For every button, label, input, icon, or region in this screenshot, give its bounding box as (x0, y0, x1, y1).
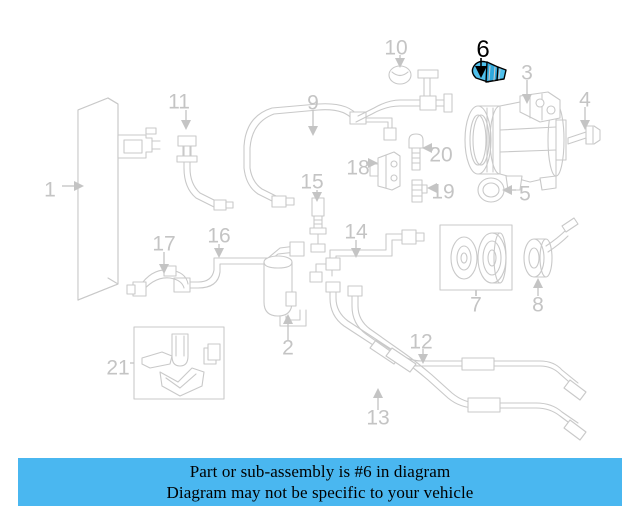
part-15-pressure-transducer (309, 197, 327, 253)
part-12-heater-supply-line (325, 281, 587, 401)
part-1-condenser (77, 97, 161, 301)
callout-label-19: 19 (431, 180, 455, 204)
callout-11-leader (181, 110, 191, 130)
callout-13-leader (373, 388, 383, 410)
callout-label-2: 2 (282, 336, 294, 360)
callout-17-leader (159, 252, 169, 274)
callout-8-leader (533, 278, 543, 296)
part-7-clutch-pulley-kit (439, 224, 513, 291)
callout-label-21: 21 (106, 356, 130, 380)
callout-label-15: 15 (300, 170, 324, 194)
callout-9-leader (308, 110, 318, 136)
callout-label-12: 12 (409, 330, 433, 354)
callout-label-9: 9 (307, 91, 319, 115)
part-13-heater-return-line (347, 285, 587, 441)
callout-label-6: 6 (476, 36, 490, 63)
callout-15-leader (312, 190, 322, 202)
callout-label-1: 1 (44, 178, 56, 202)
callout-label-18: 18 (346, 156, 370, 180)
callout-label-5: 5 (519, 182, 531, 206)
callout-label-10: 10 (384, 36, 408, 60)
callout-6-leader-highlighted (475, 58, 487, 78)
part-4-control-valve (567, 125, 601, 145)
callout-label-16: 16 (207, 224, 231, 248)
callout-label-13: 13 (366, 406, 390, 430)
part-2-accumulator-drier (263, 255, 307, 327)
callout-19-leader (427, 183, 437, 193)
callout-label-3: 3 (521, 61, 533, 85)
part-9-discharge-hose (243, 69, 453, 208)
part-8-clutch-coil (523, 217, 579, 278)
callout-18-leader (366, 158, 378, 168)
part-14-suction-line (309, 229, 425, 283)
callout-label-8: 8 (532, 293, 544, 317)
callout-14-leader (351, 240, 361, 258)
callout-10-leader (395, 55, 405, 68)
callout-label-4: 4 (579, 88, 591, 112)
callout-5-leader (502, 185, 516, 195)
part-16-evaporator-tube (173, 241, 305, 293)
callout-label-14: 14 (344, 220, 368, 244)
part-5-o-ring-seal (477, 177, 505, 203)
callout-label-17: 17 (152, 232, 176, 256)
part-6-compressor-mounting-bolt-highlighted (471, 60, 507, 83)
callout-20-leader (422, 143, 434, 153)
part-3-ac-compressor (464, 91, 567, 191)
callout-4-leader (580, 107, 590, 130)
info-banner: Part or sub-assembly is #6 in diagram Di… (18, 458, 622, 506)
part-11-liquid-line (176, 135, 234, 211)
part-21-clip-grommet-kit (133, 326, 225, 400)
banner-line-2: Diagram may not be specific to your vehi… (166, 483, 474, 502)
part-19-stud (411, 179, 428, 203)
part-10-service-port-cap (388, 65, 412, 85)
callout-2-leader (283, 314, 293, 340)
banner-line-1: Part or sub-assembly is #6 in diagram (189, 462, 451, 481)
callout-label-7: 7 (470, 293, 482, 317)
callout-12-leader (418, 349, 428, 364)
part-18-mounting-bracket (369, 151, 401, 191)
callout-16-leader (214, 244, 224, 258)
callout-label-20: 20 (429, 143, 453, 167)
part-20-bolt (408, 133, 424, 171)
callout-label-11: 11 (168, 90, 190, 114)
callout-1-leader (62, 181, 84, 191)
callout-3-leader (522, 80, 532, 104)
part-17-drain-hose (126, 265, 189, 297)
